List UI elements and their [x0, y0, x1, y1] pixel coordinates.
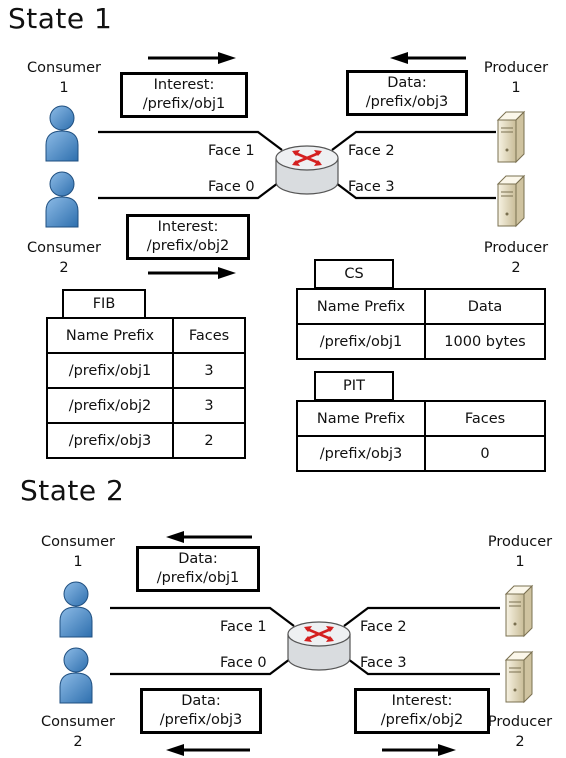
- interest-message-obj2: Interest: /prefix/obj2: [126, 214, 250, 260]
- face-2-label: Face 2: [348, 143, 395, 159]
- column-header: Faces: [172, 317, 246, 354]
- face-1-label: Face 1: [220, 619, 267, 635]
- producer-1-label: Producer 1: [483, 60, 549, 96]
- table-cell: /prefix/obj1: [296, 323, 426, 360]
- face-0-label: Face 0: [208, 179, 255, 195]
- arrow-right-icon: [382, 744, 456, 756]
- table-header-row: Name Prefix Data: [296, 288, 546, 325]
- table-cell: 1000 bytes: [424, 323, 546, 360]
- data-message-obj1: Data: /prefix/obj1: [136, 546, 260, 592]
- link-face3: [331, 179, 496, 200]
- table-cell: 2: [172, 422, 246, 459]
- table-header-row: Name Prefix Faces: [46, 317, 246, 354]
- table-row: /prefix/obj1 1000 bytes: [296, 323, 546, 360]
- pit-table: Name Prefix Faces /prefix/obj3 0: [296, 400, 546, 472]
- table-cell: /prefix/obj1: [46, 352, 174, 389]
- table-cell: 3: [172, 352, 246, 389]
- arrow-right-icon: [148, 267, 236, 279]
- data-message-obj3: Data: /prefix/obj3: [346, 70, 468, 116]
- link-face0: [98, 179, 283, 200]
- table-row: /prefix/obj3 0: [296, 435, 546, 472]
- arrow-left-icon: [390, 52, 466, 64]
- server-icon: [496, 110, 526, 164]
- person-icon: [59, 647, 93, 704]
- face-0-label: Face 0: [220, 655, 267, 671]
- fib-table-name: FIB: [62, 289, 146, 319]
- link-face1-s2: [110, 606, 295, 627]
- producer-2-label: Producer 2: [483, 240, 549, 276]
- person-icon: [45, 105, 79, 162]
- link-face2: [331, 130, 496, 151]
- interest-message-obj2: Interest: /prefix/obj2: [354, 688, 490, 734]
- column-header: Name Prefix: [296, 288, 426, 325]
- table-row: /prefix/obj2 3: [46, 387, 246, 424]
- arrow-left-icon: [166, 744, 250, 756]
- consumer-1-label: Consumer 1: [41, 534, 115, 570]
- consumer-2-label: Consumer 2: [41, 714, 115, 750]
- column-header: Name Prefix: [296, 400, 426, 437]
- person-icon: [45, 171, 79, 228]
- link-face3-s2: [343, 655, 500, 676]
- producer-1-label: Producer 1: [487, 534, 553, 570]
- producer-2-label: Producer 2: [487, 714, 553, 750]
- link-face0-s2: [110, 655, 295, 676]
- table-row: /prefix/obj3 2: [46, 422, 246, 459]
- router-icon: [275, 145, 339, 195]
- server-icon: [504, 650, 534, 704]
- face-1-label: Face 1: [208, 143, 255, 159]
- cs-table: Name Prefix Data /prefix/obj1 1000 bytes: [296, 288, 546, 360]
- column-header: Data: [424, 288, 546, 325]
- table-cell: 0: [424, 435, 546, 472]
- column-header: Name Prefix: [46, 317, 174, 354]
- column-header: Faces: [424, 400, 546, 437]
- router-icon: [287, 621, 351, 671]
- face-2-label: Face 2: [360, 619, 407, 635]
- person-icon: [59, 581, 93, 638]
- pit-table-name: PIT: [314, 371, 394, 401]
- face-3-label: Face 3: [348, 179, 395, 195]
- data-message-obj3: Data: /prefix/obj3: [140, 688, 262, 734]
- arrow-right-icon: [148, 52, 236, 64]
- table-row: /prefix/obj1 3: [46, 352, 246, 389]
- fib-table: Name Prefix Faces /prefix/obj1 3 /prefix…: [46, 317, 246, 459]
- link-face1: [98, 130, 283, 151]
- table-cell: /prefix/obj3: [296, 435, 426, 472]
- consumer-1-label: Consumer 1: [27, 60, 101, 96]
- server-icon: [504, 584, 534, 638]
- arrow-left-icon: [166, 531, 252, 543]
- table-cell: /prefix/obj3: [46, 422, 174, 459]
- cs-table-name: CS: [314, 259, 394, 289]
- interest-message-obj1: Interest: /prefix/obj1: [120, 72, 248, 118]
- consumer-2-label: Consumer 2: [27, 240, 101, 276]
- table-header-row: Name Prefix Faces: [296, 400, 546, 437]
- link-face2-s2: [343, 606, 500, 627]
- state-1-title: State 1: [8, 2, 113, 35]
- face-3-label: Face 3: [360, 655, 407, 671]
- table-cell: /prefix/obj2: [46, 387, 174, 424]
- server-icon: [496, 174, 526, 228]
- state-2-title: State 2: [20, 474, 125, 507]
- table-cell: 3: [172, 387, 246, 424]
